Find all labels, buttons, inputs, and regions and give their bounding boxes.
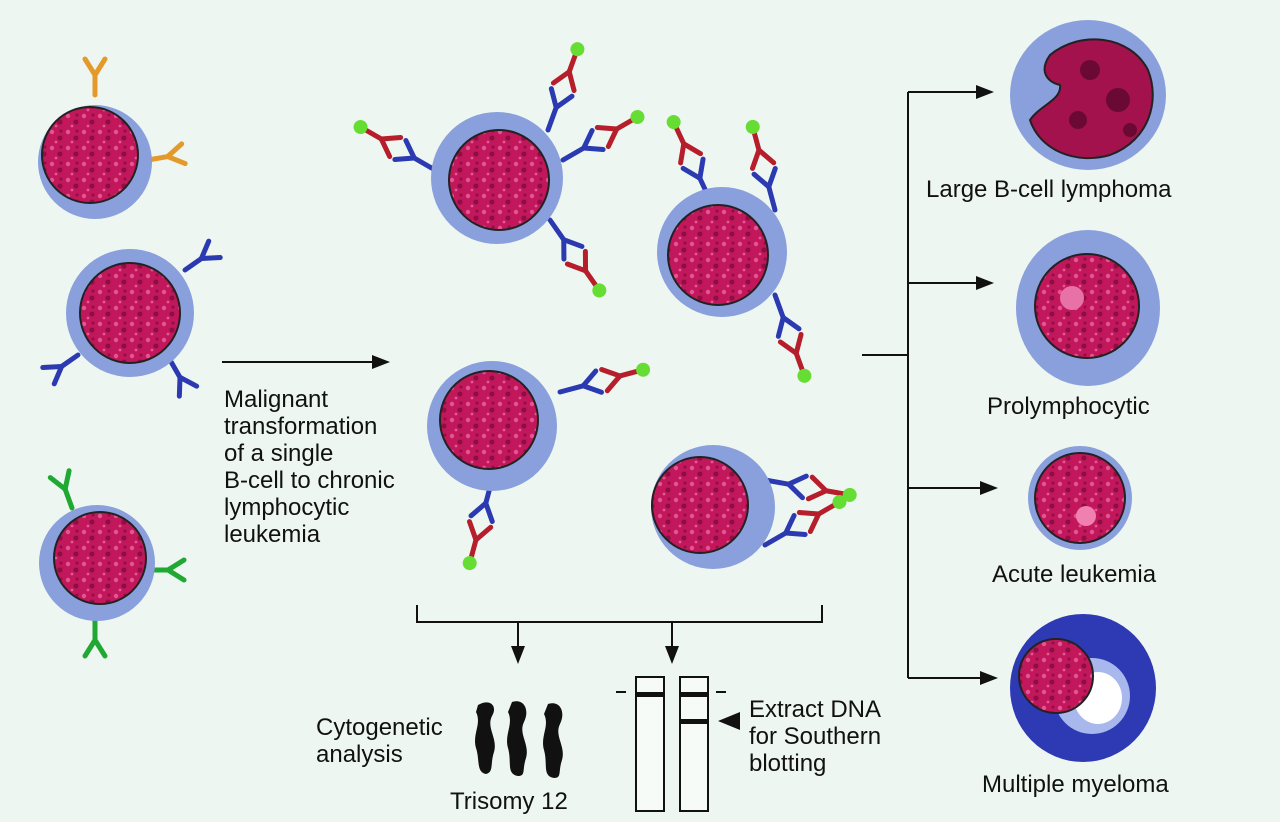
normal-b-cell-green xyxy=(39,471,184,656)
arrow-acute xyxy=(980,481,998,495)
acute-leukemia-cell xyxy=(1028,446,1132,550)
cll-cell-2 xyxy=(657,111,817,386)
arrow-prolymphocytic xyxy=(976,276,994,290)
germline-band xyxy=(680,692,708,697)
cytogenetic-label: Cytogenetic analysis xyxy=(316,714,443,768)
prolymphocytic-label: Prolymphocytic xyxy=(987,393,1150,420)
myeloma-label: Multiple myeloma xyxy=(982,771,1169,798)
rearranged-band xyxy=(680,719,708,724)
nucleus xyxy=(651,456,749,554)
southern-blot xyxy=(616,676,740,812)
cll-cell-4 xyxy=(651,445,858,569)
trisomy-chromosomes xyxy=(475,701,563,778)
nucleus xyxy=(41,106,139,204)
normal-b-cell-orange xyxy=(38,59,185,219)
germline-band xyxy=(636,692,664,697)
band-pointer-arrow xyxy=(718,712,740,730)
arrow-myeloma xyxy=(980,671,998,685)
acute-label: Acute leukemia xyxy=(992,561,1157,588)
analysis-bracket xyxy=(416,605,823,650)
nucleus xyxy=(448,129,550,231)
lymphoma-cell xyxy=(1010,20,1166,170)
outcome-branch xyxy=(862,91,982,679)
transformation-arrow xyxy=(222,355,390,369)
arrow-southern xyxy=(665,646,679,664)
trisomy-label: Trisomy 12 xyxy=(450,788,568,815)
lymphoma-label: Large B-cell lymphoma xyxy=(926,176,1172,203)
nucleus xyxy=(439,370,539,470)
arrow-lymphoma xyxy=(976,85,994,99)
myeloma-cell xyxy=(1010,614,1156,762)
transformation-label: Malignant transformation of a single B-c… xyxy=(224,386,395,548)
nucleus xyxy=(667,204,769,306)
cll-cell-1 xyxy=(349,39,649,303)
cll-cell-3 xyxy=(427,357,653,572)
nucleus xyxy=(53,511,147,605)
normal-b-cell-blue xyxy=(43,241,220,396)
prolymphocyte-cell xyxy=(1016,230,1160,386)
blot-lane-sample xyxy=(679,676,709,812)
nucleus xyxy=(79,262,181,364)
southern-label: Extract DNA for Southern blotting xyxy=(749,696,882,777)
arrow-cytogenetic xyxy=(511,646,525,664)
blot-lane-control xyxy=(635,676,665,812)
